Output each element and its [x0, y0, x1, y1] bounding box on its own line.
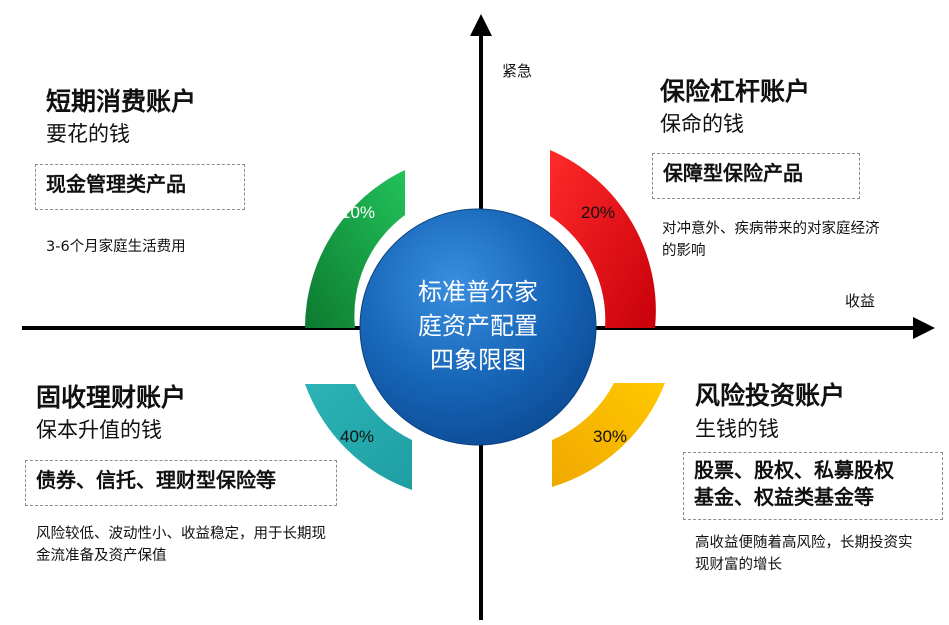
horizontal-axis-label: 收益 [845, 292, 876, 310]
vertical-axis-arrow [470, 14, 492, 36]
quadrant-subtitle-bottom-left: 保本升值的钱 [36, 418, 162, 442]
product-line: 债券、信托、理财型保险等 [36, 468, 276, 492]
percent-top-right: 20% [581, 203, 615, 222]
product-box-bottom-left: 债券、信托、理财型保险等 [25, 460, 337, 506]
description-bottom-left: 风险较低、波动性小、收益稳定，用于长期现金流准备及资产保值 [36, 526, 326, 565]
product-line: 保障型保险产品 [663, 161, 803, 185]
quadrant-subtitle-bottom-right: 生钱的钱 [695, 417, 779, 441]
percent-top-left: 10% [341, 203, 375, 222]
percent-bottom-left: 40% [340, 427, 374, 446]
vertical-axis-label: 紧急 [502, 62, 533, 80]
product-line: 现金管理类产品 [46, 172, 186, 196]
arc-top-right [550, 150, 656, 328]
quadrant-title-top-left: 短期消费账户 [46, 87, 197, 116]
center-line-1: 标准普尔家 [418, 278, 538, 306]
center-line-3: 四象限图 [430, 346, 526, 374]
arc-bottom-left [305, 384, 412, 490]
center-line-2: 庭资产配置 [418, 312, 538, 340]
quadrant-title-bottom-right: 风险投资账户 [695, 381, 846, 410]
product-box-top-left: 现金管理类产品 [35, 164, 245, 210]
arc-top-left [305, 170, 405, 328]
product-line: 股票、股权、私募股权 [694, 458, 894, 482]
quadrant-subtitle-top-right: 保命的钱 [660, 112, 744, 136]
center-circle [359, 208, 597, 446]
product-line: 基金、权益类基金等 [694, 485, 874, 509]
description-top-left: 3-6个月家庭生活费用 [46, 239, 186, 255]
product-box-bottom-right: 股票、股权、私募股权 基金、权益类基金等 [683, 452, 943, 520]
percent-bottom-right: 30% [593, 427, 627, 446]
quadrant-title-bottom-left: 固收理财账户 [36, 383, 187, 412]
arc-bottom-right [552, 383, 665, 487]
horizontal-axis-arrow [913, 317, 935, 339]
quadrant-subtitle-top-left: 要花的钱 [46, 122, 130, 146]
description-bottom-right: 高收益便随着高风险，长期投资实现财富的增长 [695, 535, 913, 574]
quadrant-title-top-right: 保险杠杆账户 [660, 77, 811, 106]
description-top-right: 对冲意外、疾病带来的对家庭经济的影响 [662, 221, 880, 260]
product-box-top-right: 保障型保险产品 [652, 153, 860, 199]
